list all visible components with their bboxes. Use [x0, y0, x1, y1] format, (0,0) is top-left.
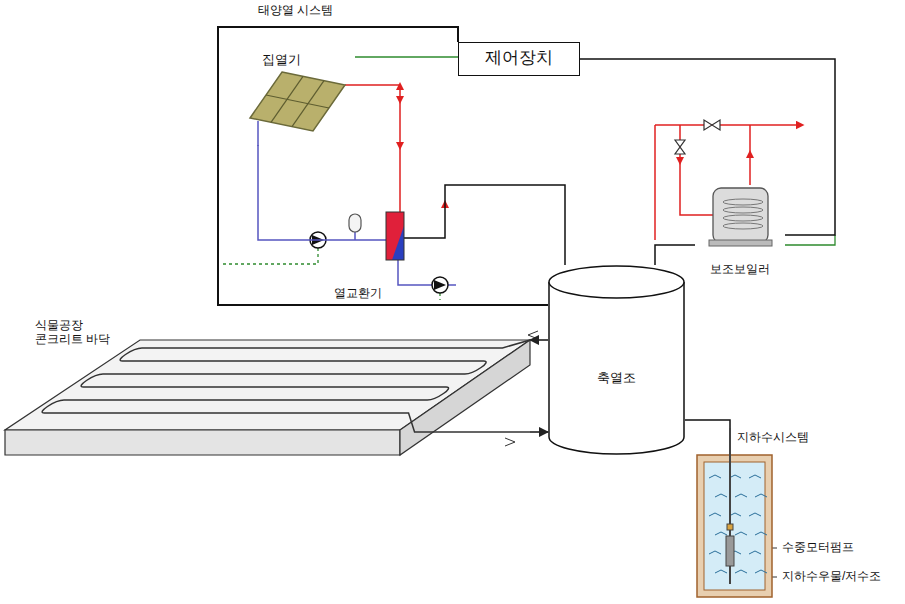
pipe-connector: [580, 59, 835, 235]
control-box: 제어장치: [458, 42, 580, 76]
flow-arrow: [528, 331, 538, 339]
cold-pipe: [448, 284, 456, 286]
node-label: 제어장치: [485, 48, 553, 68]
pipe-connector: [530, 431, 548, 433]
circulation-pump: [432, 277, 448, 293]
node-label: 보조보일러: [695, 262, 785, 276]
tank-body: [549, 266, 684, 454]
heat-exchanger: 열교환기: [386, 212, 404, 260]
label-holder: 수중모터펌프: [782, 540, 854, 554]
pipe-connector: [355, 56, 458, 58]
pipe-connector: [258, 145, 386, 240]
node-label: 지하수시스템: [737, 430, 867, 444]
valve-symbol: [675, 120, 720, 154]
label-holder: 지하수우물/저수조: [782, 569, 881, 583]
system-region: 태양열 시스템집열기열교환기: [218, 27, 458, 305]
part-label: 지하수우물/저수조: [782, 569, 881, 583]
node-shape: [548, 265, 685, 455]
cold-pipe: [398, 260, 432, 285]
node-label: 집열기: [262, 52, 372, 68]
flow-arrow: [396, 96, 404, 150]
signal-line: [785, 235, 835, 245]
flow-arrow: [505, 438, 515, 446]
storage-tank: 축열조: [548, 265, 685, 455]
node-label: 태양열 시스템: [258, 3, 498, 17]
solar-collector: 집열기: [245, 50, 355, 145]
concrete-floor: 식물공장 콘크리트 바닥: [5, 315, 530, 460]
aux-boiler: 보조보일러: [695, 180, 785, 285]
node-label: 축열조: [548, 370, 685, 386]
well-body: [697, 428, 772, 597]
node-shape: [386, 212, 404, 260]
heat-exchanger-body: [386, 212, 404, 260]
node-label: 열교환기: [334, 286, 352, 300]
pipe-connector: [404, 185, 565, 265]
pipe-connector: [530, 339, 548, 341]
hot-pipe: [345, 85, 400, 212]
part-label: 수중모터펌프: [782, 540, 854, 554]
collector-panel: [250, 72, 345, 131]
floor-slab: [5, 340, 530, 455]
pipe-connector: [685, 420, 730, 428]
expansion-tank: [349, 214, 361, 240]
pipe-connector: [655, 245, 695, 265]
flow-arrow: [396, 82, 404, 90]
signal-line: [222, 248, 318, 264]
node-label: 식물공장 콘크리트 바닥: [35, 318, 127, 347]
boiler-body: [709, 188, 772, 246]
cold-pipe: [257, 121, 259, 146]
signal-line: [439, 293, 440, 300]
